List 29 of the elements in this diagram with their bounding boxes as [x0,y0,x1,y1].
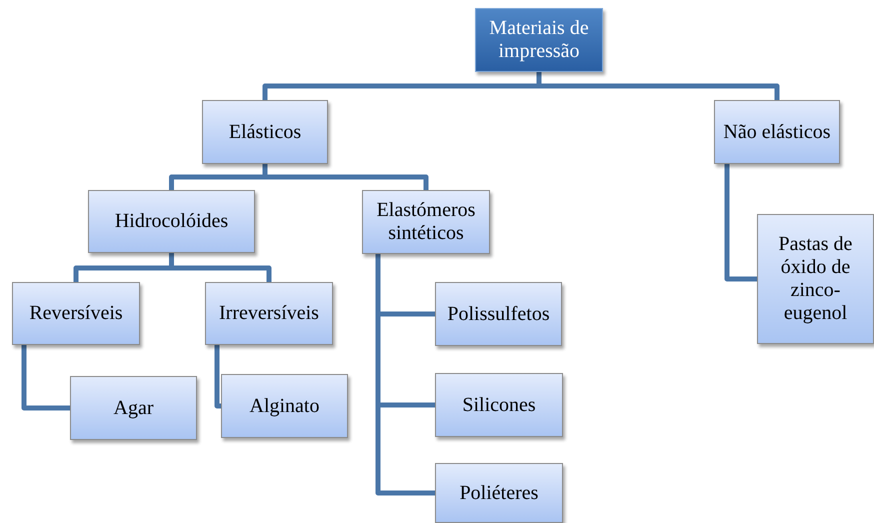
box-label: Reversíveis [29,302,123,325]
category-box [88,190,255,253]
category-box [12,282,140,345]
box-label: Elastómeros sintéticos [376,199,476,245]
category-box [202,100,328,164]
box-label: Poliéteres [460,482,538,504]
category-box [205,282,333,345]
box-label: Polissulfetos [447,302,550,326]
category-box [714,100,840,164]
box-label: Hidrocolóides [114,210,228,233]
connector-line [724,164,757,282]
connector-line [22,345,70,410]
box-label: Silicones [462,394,536,416]
connector-line [214,345,221,408]
category-box [362,190,490,254]
category-box [757,214,874,344]
category-box [221,374,348,438]
box-label: Elásticos [228,120,302,144]
category-box [435,373,563,437]
category-box [70,376,197,440]
box-label: Não elásticos [723,120,831,144]
box-label: Agar [114,396,154,420]
category-box [435,463,563,523]
category-box [475,8,603,72]
box-label: Pastas de óxido de zinco-eugenol [778,233,854,325]
box-label: Irreversíveis [219,302,319,325]
category-box [435,282,562,346]
box-label: Alginato [250,394,320,418]
box-label: Materiais de impressão [488,17,590,63]
